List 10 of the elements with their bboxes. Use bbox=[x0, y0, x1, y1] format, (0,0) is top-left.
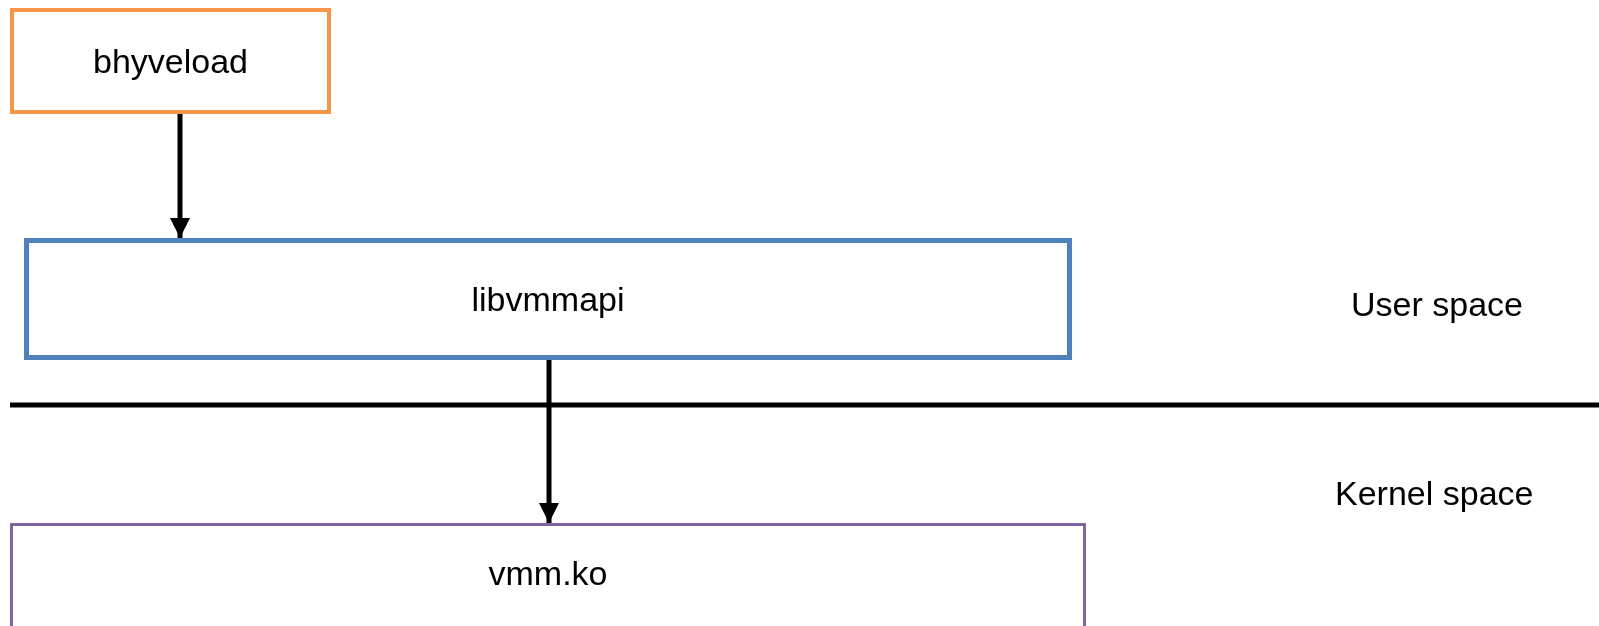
box-label: libvmmapi bbox=[471, 279, 625, 319]
region-label: Kernel space bbox=[1335, 474, 1534, 513]
component-box bbox=[10, 8, 331, 114]
box-label: bhyveload bbox=[93, 41, 248, 81]
component-box bbox=[10, 523, 1086, 626]
component-box bbox=[24, 238, 1072, 360]
arrow bbox=[539, 360, 559, 523]
box-label: vmm.ko bbox=[488, 554, 608, 593]
arrow bbox=[170, 114, 190, 238]
region-label: User space bbox=[1351, 285, 1523, 324]
